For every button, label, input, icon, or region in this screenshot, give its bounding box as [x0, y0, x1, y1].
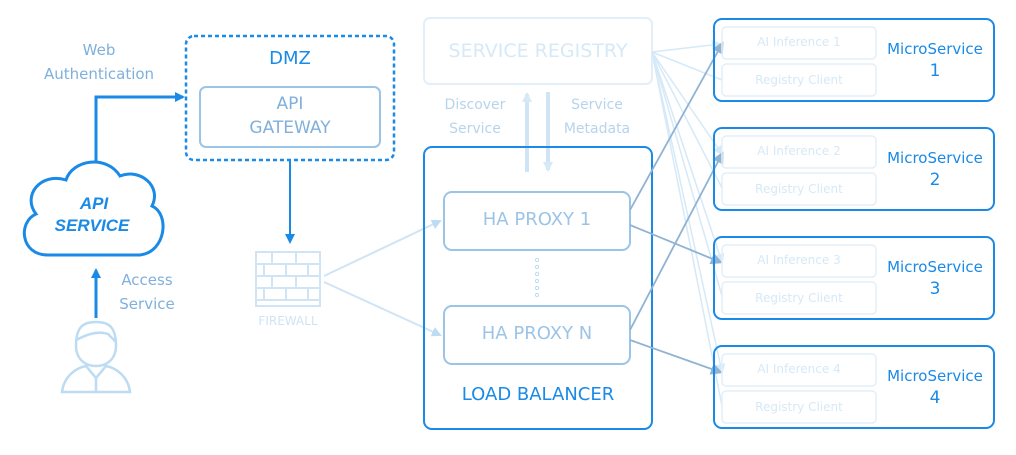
microservice-3-name: MicroService 3	[876, 256, 994, 300]
microservice-2	[713, 127, 995, 211]
ai-inference-4-label: AI Inference 4	[757, 362, 841, 376]
api-gateway-box	[199, 86, 381, 148]
discover-service-label: Discover Service	[436, 93, 514, 141]
ha-proxy-n-label: HA PROXY N	[481, 323, 593, 344]
ai-inference-3-label: AI Inference 3	[757, 253, 841, 267]
microservice-3-number: 3	[929, 279, 941, 299]
load-balancer-title: LOAD BALANCER	[461, 384, 615, 405]
api-service-line2: SERVICE	[55, 216, 130, 235]
discover-line1: Discover	[444, 97, 506, 113]
firewall-to-proxy1-arrow	[323, 219, 442, 277]
microservice-2-number: 2	[929, 170, 941, 190]
web-auth-arrow	[94, 92, 185, 165]
user-icon	[60, 320, 132, 394]
microservice-4	[713, 345, 995, 429]
web-auth-label: Web Authentication	[24, 38, 174, 86]
ai-inference-2-label: AI Inference 2	[757, 144, 841, 158]
firewall-icon	[255, 251, 321, 307]
microservice-3	[713, 236, 995, 320]
firewall-to-proxyn-arrow	[323, 281, 442, 337]
web-auth-line1: Web	[82, 41, 116, 59]
service-metadata-label: Service Metadata	[560, 93, 634, 141]
microservice-4-name: MicroService 4	[876, 365, 994, 409]
ha-proxy-1-label: HA PROXY 1	[482, 209, 592, 230]
microservice-3-title: MicroService	[887, 258, 983, 276]
microservice-2-title: MicroService	[887, 149, 983, 167]
microservice-2-name: MicroService 2	[876, 147, 994, 191]
microservice-4-title: MicroService	[887, 367, 983, 385]
ai-inference-1-label: AI Inference 1	[757, 35, 841, 49]
discover-line2: Service	[449, 121, 501, 137]
api-gateway-label: API GATEWAY	[200, 92, 380, 140]
registry-client-2-label: Registry Client	[755, 182, 843, 196]
registry-client-3-label: Registry Client	[755, 291, 843, 305]
metadata-line1: Service	[571, 97, 623, 113]
ha-proxy-n-box	[443, 305, 631, 365]
ha-proxy-1-box	[443, 191, 631, 251]
proxy-to-services-links	[629, 41, 724, 375]
registry-client-1-label: Registry Client	[755, 73, 843, 87]
registry-client-4-label: Registry Client	[755, 400, 843, 414]
cloud-icon	[22, 160, 165, 257]
microservice-1	[713, 18, 995, 102]
api-service-line1: API	[79, 194, 110, 213]
firewall-label: FIREWALL	[258, 314, 318, 328]
microservice-1-name: MicroService 1	[876, 38, 994, 82]
api-gateway-line2: GATEWAY	[249, 118, 331, 138]
microservice-1-title: MicroService	[887, 40, 983, 58]
microservice-1-number: 1	[929, 61, 941, 81]
microservice-4-number: 4	[929, 388, 941, 408]
access-service-label: Access Service	[104, 268, 190, 316]
access-line1: Access	[121, 271, 173, 289]
metadata-line2: Metadata	[563, 121, 631, 137]
proxy-ellipsis	[534, 257, 540, 298]
dmz-title: DMZ	[269, 48, 311, 69]
web-auth-line2: Authentication	[43, 65, 155, 83]
service-registry-title: SERVICE REGISTRY	[448, 40, 628, 62]
api-gateway-line1: API	[276, 94, 304, 114]
service-registry-box	[423, 17, 653, 85]
access-line2: Service	[119, 295, 175, 313]
